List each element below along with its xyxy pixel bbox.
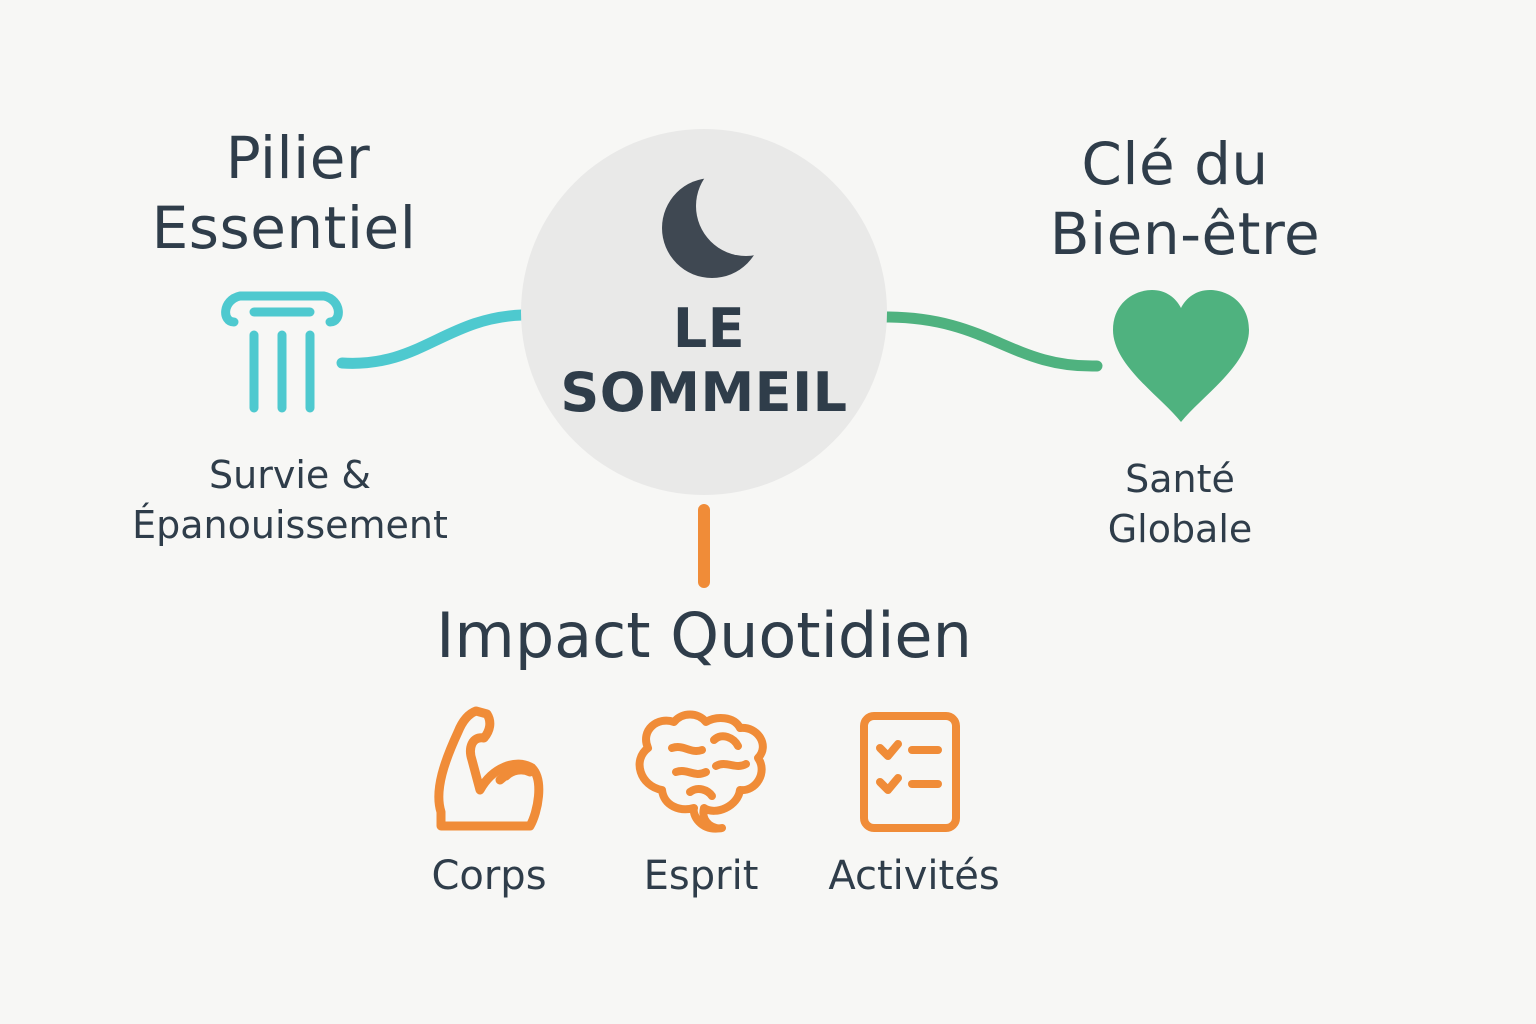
right-subtitle-line2: Globale (1107, 507, 1253, 551)
right-connector (879, 311, 1103, 372)
left-subtitle-line1: Survie & (209, 453, 371, 497)
right-subtitle-line1: Santé (1125, 457, 1235, 501)
left-subtitle-line2: Épanouissement (132, 503, 448, 547)
item-label-esprit: Esprit (643, 853, 759, 899)
left-title-line1: Pilier (225, 124, 371, 192)
impact-title: Impact Quotidien (436, 599, 972, 672)
center-circle (521, 129, 887, 495)
heart-icon (1113, 290, 1249, 422)
left-title-line2: Essentiel (151, 194, 417, 262)
item-label-activites: Activités (828, 853, 1000, 899)
muscle-icon (434, 706, 544, 831)
right-title-line2: Bien-être (1049, 200, 1321, 268)
brain-icon (635, 710, 767, 833)
right-title-line1: Clé du (1081, 130, 1269, 198)
center-label-line1: LE (672, 297, 746, 360)
item-label-corps: Corps (431, 853, 547, 899)
checklist-icon (860, 712, 960, 832)
moon-icon (662, 178, 762, 278)
pillar-icon (221, 291, 343, 413)
left-connector (336, 309, 528, 369)
center-label-line2: SOMMEIL (560, 361, 848, 424)
